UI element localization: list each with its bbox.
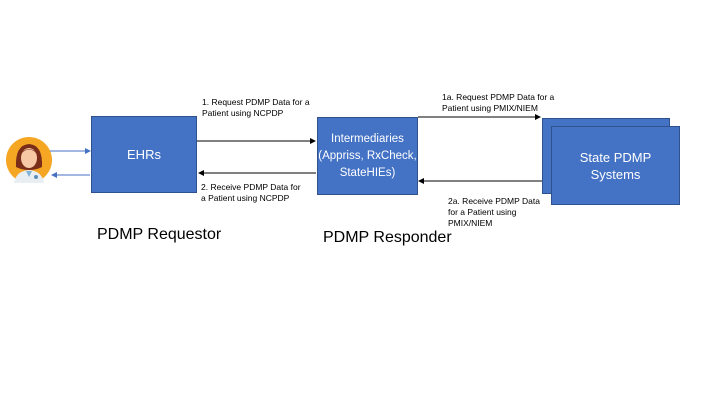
receive-a-label: 2a. Receive PDMP Data for a Patient usin… [448,196,540,228]
ehr-node: EHRs [91,116,197,193]
request-label: 1. Request PDMP Data for a Patient using… [202,97,310,118]
intermediaries-label: Intermediaries (Appriss, RxCheck, StateH… [318,132,417,179]
receive-label: 2. Receive PDMP Data for a Patient using… [201,182,301,203]
responder-role-label: PDMP Responder [323,229,452,246]
doctor-avatar-icon [6,137,52,183]
ehr-label: EHRs [127,147,161,162]
state-pdmp-node: State PDMP Systems [551,126,680,205]
request-a-label: 1a. Request PDMP Data for a Patient usin… [442,92,555,113]
intermediaries-node: Intermediaries (Appriss, RxCheck, StateH… [317,117,418,195]
state-pdmp-label: State PDMP Systems [579,149,652,182]
requestor-role-label: PDMP Requestor [97,226,222,243]
